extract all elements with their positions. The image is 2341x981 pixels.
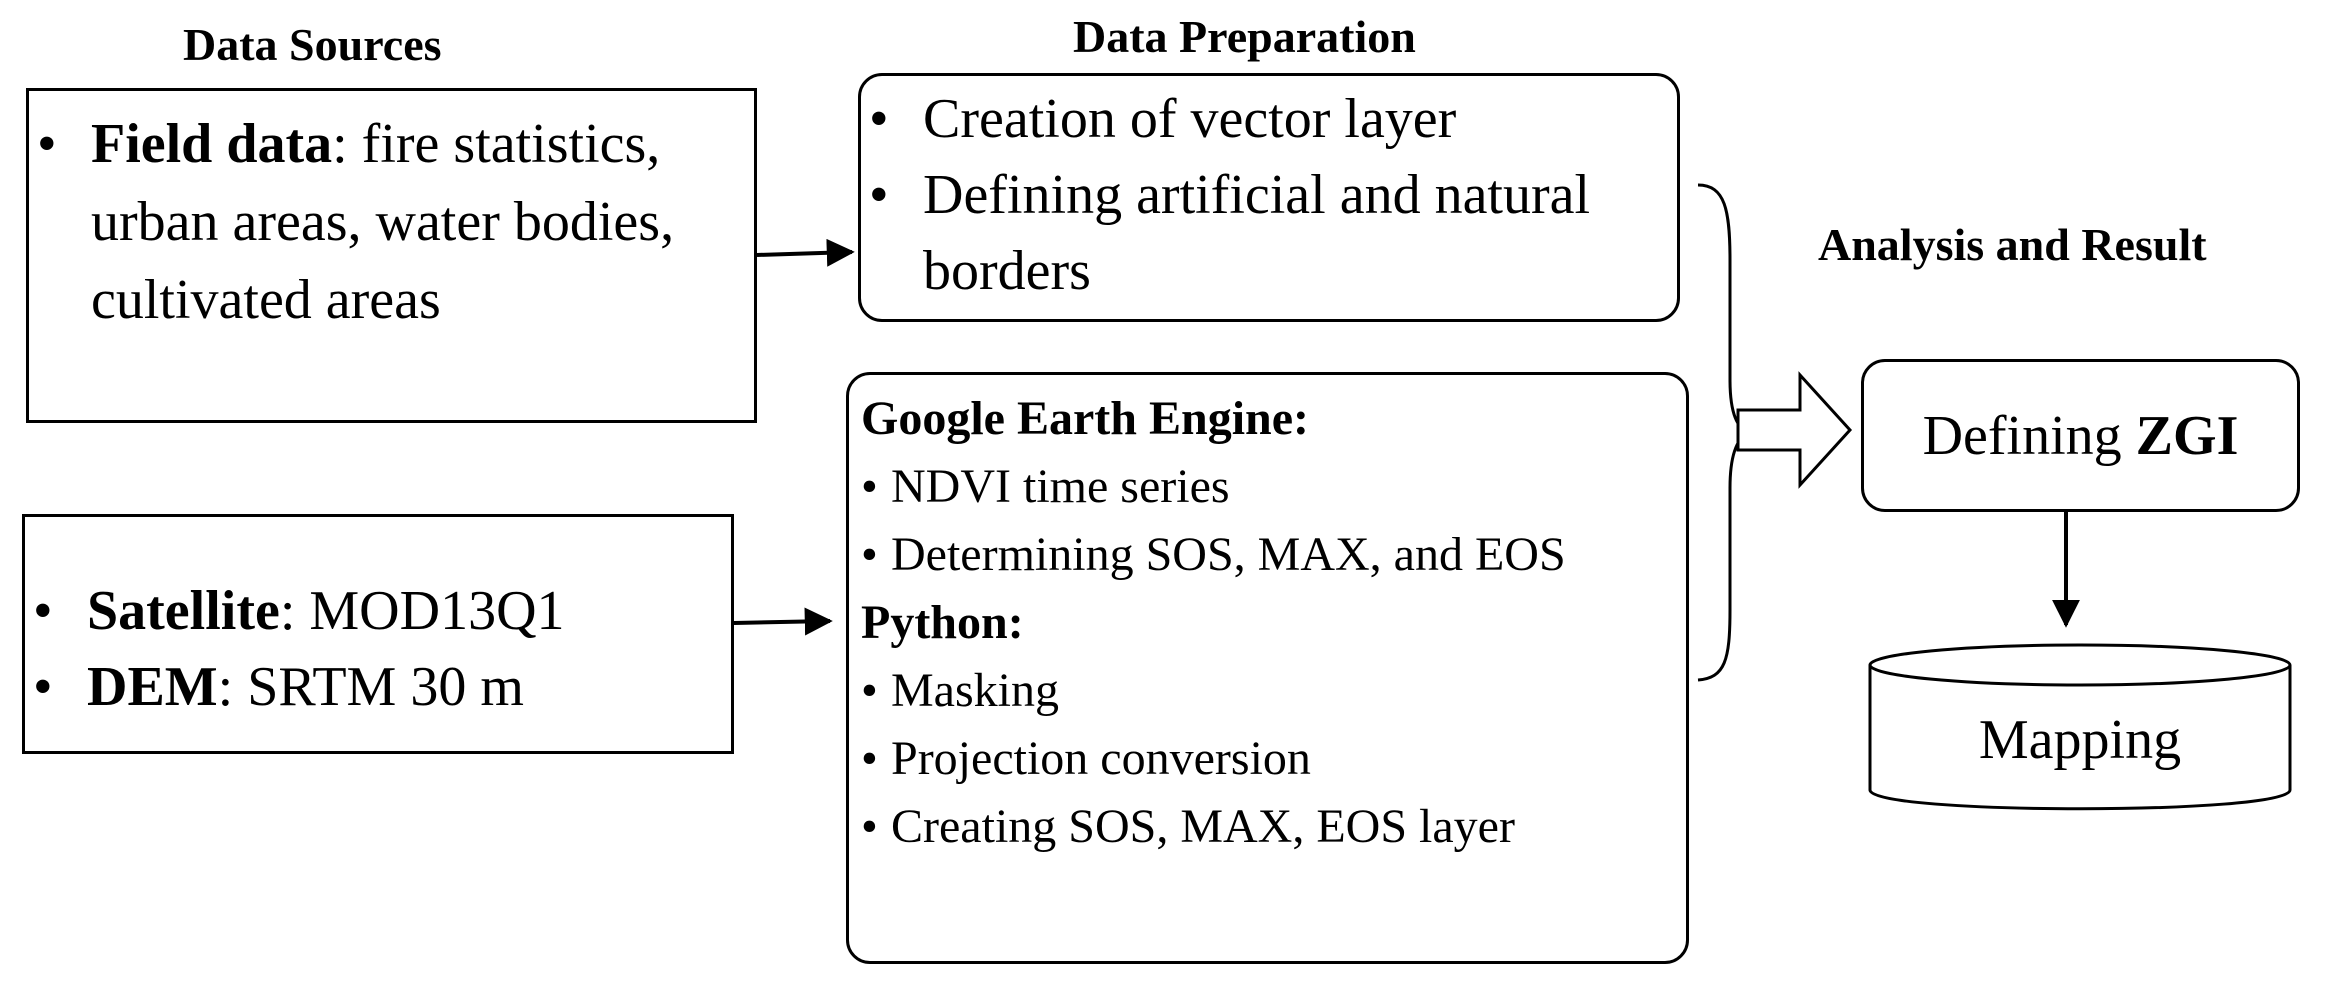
python-item: Projection conversion <box>861 725 1680 793</box>
heading-data-preparation: Data Preparation <box>1073 11 1416 62</box>
defining-zgi-prefix: Defining <box>1922 404 2136 467</box>
python-item: Creating SOS, MAX, EOS layer <box>861 793 1680 861</box>
field-data-label: Field data <box>91 113 333 175</box>
remote-data-item-satellite: Satellite: MOD13Q1 <box>25 573 731 649</box>
python-section-title: Python: <box>861 596 1024 649</box>
remote-data-item-dem: DEM: SRTM 30 m <box>25 649 731 725</box>
python-item-list: Masking Projection conversion Creating S… <box>861 657 1680 861</box>
processing-box: Google Earth Engine: NDVI time series De… <box>846 372 1689 964</box>
vector-preparation-box: Creation of vector layer Defining artifi… <box>858 73 1680 322</box>
vector-preparation-list: Creation of vector layer Defining artifi… <box>861 81 1657 309</box>
defining-zgi-bold: ZGI <box>2135 404 2239 467</box>
remote-data-text: : SRTM 30 m <box>217 656 524 718</box>
remote-data-text: : MOD13Q1 <box>279 580 565 642</box>
defining-zgi-label: Defining ZGI <box>1923 404 2239 468</box>
remote-data-label: DEM <box>87 656 218 718</box>
python-item: Masking <box>861 657 1680 725</box>
gee-item-list: NDVI time series Determining SOS, MAX, a… <box>861 453 1680 589</box>
vector-preparation-item: Defining artificial and natural borders <box>861 157 1657 309</box>
defining-zgi-box: Defining ZGI <box>1861 359 2300 512</box>
heading-analysis-result: Analysis and Result <box>1818 219 2207 270</box>
remote-data-box: Satellite: MOD13Q1 DEM: SRTM 30 m <box>22 514 734 754</box>
remote-data-list: Satellite: MOD13Q1 DEM: SRTM 30 m <box>25 573 731 725</box>
field-data-box: Field data: fire statistics, urban areas… <box>26 88 757 423</box>
arrow-remote-to-processing <box>733 607 833 636</box>
mapping-cylinder <box>1868 643 2292 811</box>
heading-data-sources: Data Sources <box>183 19 442 70</box>
gee-item: Determining SOS, MAX, and EOS <box>861 521 1680 589</box>
gee-section-title: Google Earth Engine: <box>861 392 1310 445</box>
arrow-field-to-vector <box>756 238 855 267</box>
mapping-label: Mapping <box>1979 709 2181 771</box>
gee-item: NDVI time series <box>861 453 1680 521</box>
field-data-text: : fire statistics, urban areas, water bo… <box>91 113 675 331</box>
remote-data-label: Satellite <box>87 580 280 642</box>
vector-preparation-item: Creation of vector layer <box>861 81 1657 157</box>
hollow-arrow-to-result <box>1736 371 1853 489</box>
field-data-list: Field data: fire statistics, urban areas… <box>29 105 754 339</box>
field-data-item: Field data: fire statistics, urban areas… <box>29 105 754 339</box>
